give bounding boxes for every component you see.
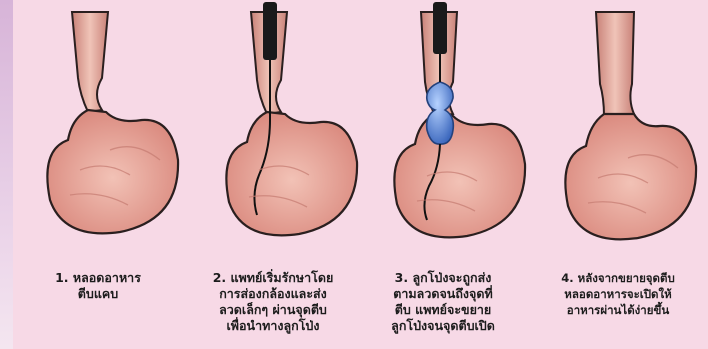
step-caption-2: 2. แพทย์เริ่มรักษาโดย การส่องกล้องและส่ง… [185,254,361,334]
step-panel-1: 1. หลอดอาหาร ตีบแคบ [10,0,186,349]
step-panel-4: 4. หลังจากขยายจุดตีบ หลอดอาหารจะเปิดให้ … [530,0,706,349]
step-panel-3: 3. ลูกโป่งจะถูกส่ง ตามลวดจนถึงจุดที่ ตีบ… [355,0,531,349]
stomach [226,112,357,235]
stomach [394,114,525,237]
endoscope [263,2,277,60]
balloon [427,82,454,144]
endoscope-wire-illustration [185,0,361,250]
stomach [565,114,696,239]
stomach-narrowed-illustration [10,0,186,250]
esophagus [596,12,634,116]
step-panel-2: 2. แพทย์เริ่มรักษาโดย การส่องกล้องและส่ง… [185,0,361,349]
esophagus [72,12,108,112]
balloon-dilation-illustration [355,0,531,250]
endoscope [433,2,447,54]
stomach [47,110,178,233]
stomach-opened-illustration [530,0,706,250]
step-caption-4: 4. หลังจากขยายจุดตีบ หลอดอาหารจะเปิดให้ … [530,254,706,318]
step-caption-1: 1. หลอดอาหาร ตีบแคบ [10,254,186,302]
step-caption-3: 3. ลูกโป่งจะถูกส่ง ตามลวดจนถึงจุดที่ ตีบ… [355,254,531,334]
